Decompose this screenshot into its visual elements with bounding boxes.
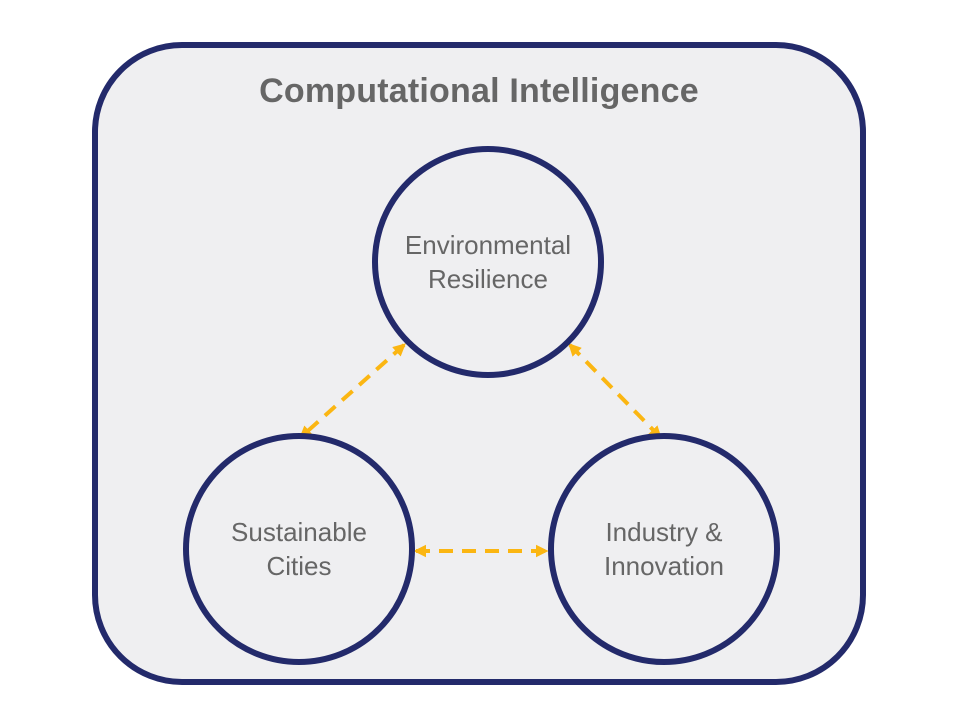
node-label-line: Resilience bbox=[428, 264, 548, 294]
node-label-line: Industry & bbox=[605, 517, 723, 547]
node-label-line: Cities bbox=[266, 551, 332, 581]
diagram-title: Computational Intelligence bbox=[259, 72, 699, 110]
node-label: Sustainable Cities bbox=[231, 515, 367, 583]
node-label-line: Sustainable bbox=[231, 517, 367, 547]
node-label-line: Innovation bbox=[604, 551, 724, 581]
node-sustainable-cities: Sustainable Cities bbox=[183, 433, 415, 665]
node-label: Environmental Resilience bbox=[405, 228, 571, 296]
node-label: Industry & Innovation bbox=[604, 515, 724, 583]
node-label-line: Environmental bbox=[404, 230, 572, 260]
node-industry-innovation: Industry & Innovation bbox=[548, 433, 780, 665]
node-environmental-resilience: Environmental Resilience bbox=[372, 146, 604, 378]
